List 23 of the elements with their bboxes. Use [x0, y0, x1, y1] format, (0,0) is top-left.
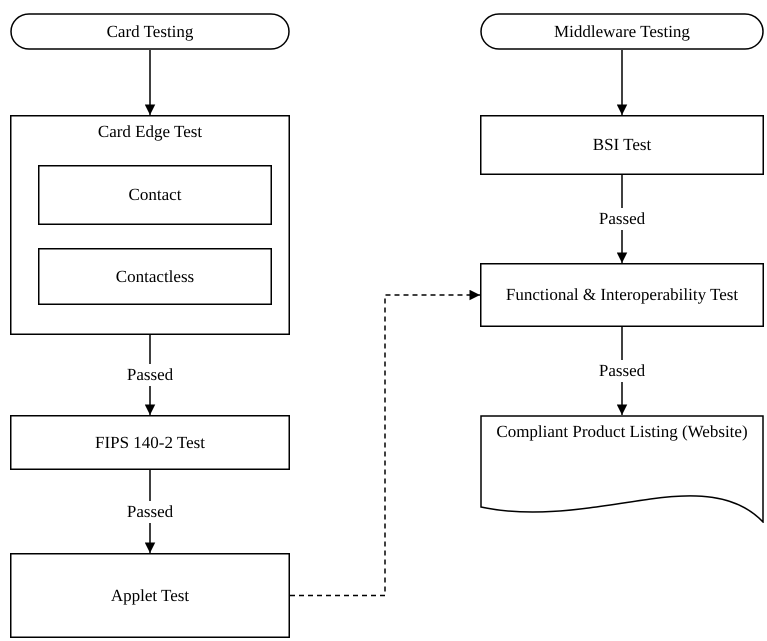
process-box [10, 415, 290, 470]
node-text: Contact [128, 184, 182, 206]
terminator-shape [480, 13, 764, 50]
node-text: Applet Test [110, 584, 190, 606]
arrow [290, 290, 480, 596]
process-box [10, 115, 290, 335]
arrow [616, 50, 628, 115]
process-box [10, 553, 290, 638]
node-text: Compliant Product Listing (Website) [496, 421, 748, 443]
process-box [38, 248, 272, 305]
process-box [38, 165, 272, 225]
node-text: Functional & Interoperability Test [506, 284, 738, 306]
node-text: Card Testing [106, 20, 194, 42]
process-box [480, 115, 764, 175]
node-text: Card Edge Test [98, 121, 202, 143]
node-text: Middleware Testing [554, 20, 690, 42]
document-shape [480, 415, 764, 523]
process-box [480, 263, 764, 327]
node-text: Contactless [116, 266, 194, 288]
node-text: BSI Test [592, 134, 652, 156]
terminator-shape [10, 13, 290, 50]
arrow [144, 50, 156, 115]
node-text: FIPS 140-2 Test [95, 432, 205, 454]
